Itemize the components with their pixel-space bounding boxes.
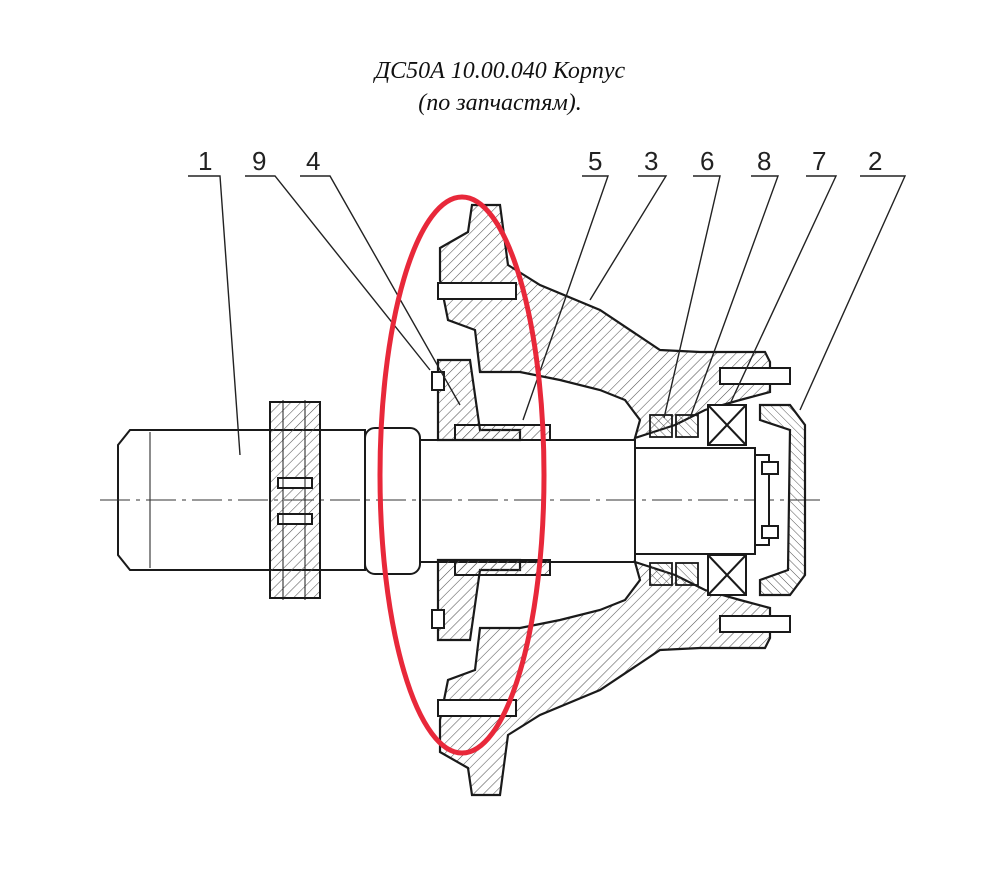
callout-3: 3 [644, 146, 658, 176]
callout-1: 1 [198, 146, 212, 176]
callout-numbers: 1 9 4 5 3 6 8 7 2 [198, 146, 882, 176]
end-cap [758, 403, 807, 597]
drawing-title: ДС50А 10.00.040 Корпус [374, 58, 626, 84]
callout-5: 5 [588, 146, 602, 176]
shaft [117, 427, 756, 575]
bolts [431, 282, 791, 717]
lock-plate [754, 454, 779, 546]
seals [649, 414, 699, 586]
shaft-collar [364, 427, 421, 575]
callout-6: 6 [700, 146, 714, 176]
callout-7: 7 [812, 146, 826, 176]
drawing-subtitle: (по запчастям). [418, 90, 582, 116]
sprocket [269, 400, 321, 600]
callout-2: 2 [868, 146, 882, 176]
bearing [707, 404, 747, 596]
leader-lines [188, 175, 907, 456]
callout-8: 8 [757, 146, 771, 176]
bushing [454, 424, 551, 576]
callout-4: 4 [306, 146, 320, 176]
housing [436, 203, 772, 797]
highlight-ellipse [377, 194, 547, 756]
callout-9: 9 [252, 146, 266, 176]
